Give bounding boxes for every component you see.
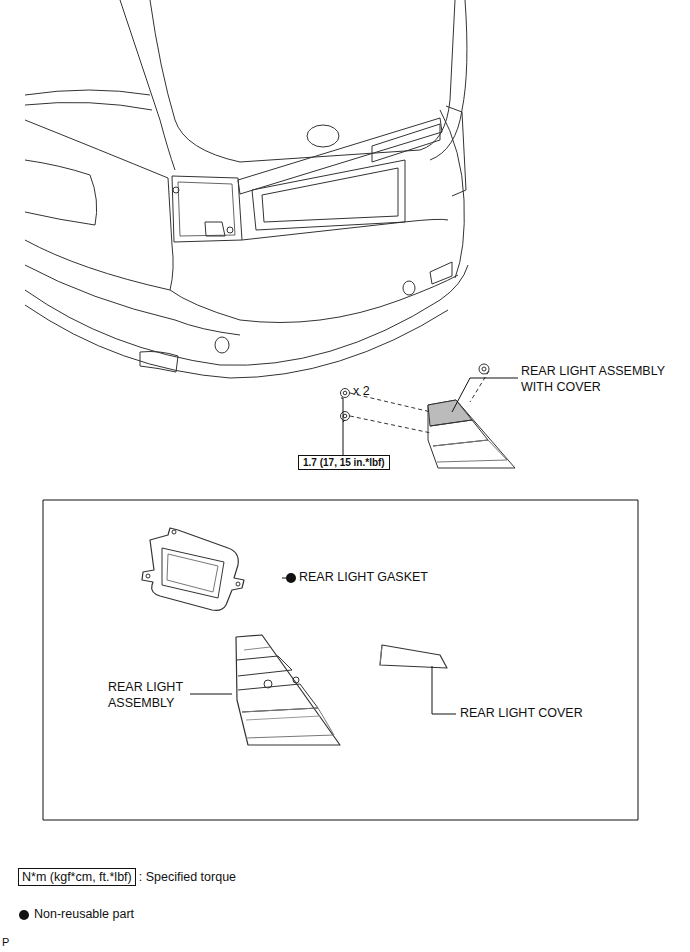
part-name: REAR LIGHT ASSEMBLY	[108, 680, 190, 711]
legend-text: Non-reusable part	[34, 907, 134, 923]
legend-text: : Specified torque	[139, 870, 236, 886]
torque-value: 1.7 (17, 15 in.*lbf)	[303, 457, 385, 468]
part-name: REAR LIGHT GASKET	[299, 570, 428, 586]
torque-box: 1.7 (17, 15 in.*lbf)	[298, 455, 390, 470]
exploded-part	[341, 364, 519, 468]
legend-torque-box: N*m (kgf*cm, ft.*lbf)	[18, 868, 136, 886]
torque-unit: N*m (kgf*cm, ft.*lbf)	[22, 870, 132, 884]
component-frame	[43, 500, 638, 820]
non-reusable-mark	[286, 573, 296, 583]
part-name: REAR LIGHT COVER	[460, 706, 583, 722]
vehicle-rear	[25, 0, 468, 378]
component-drawings	[142, 528, 456, 745]
non-reusable-mark	[19, 910, 29, 920]
part-name: REAR LIGHT ASSEMBLY WITH COVER	[521, 364, 681, 395]
page-mark: P	[2, 936, 9, 950]
quantity-label: x 2	[353, 384, 370, 400]
